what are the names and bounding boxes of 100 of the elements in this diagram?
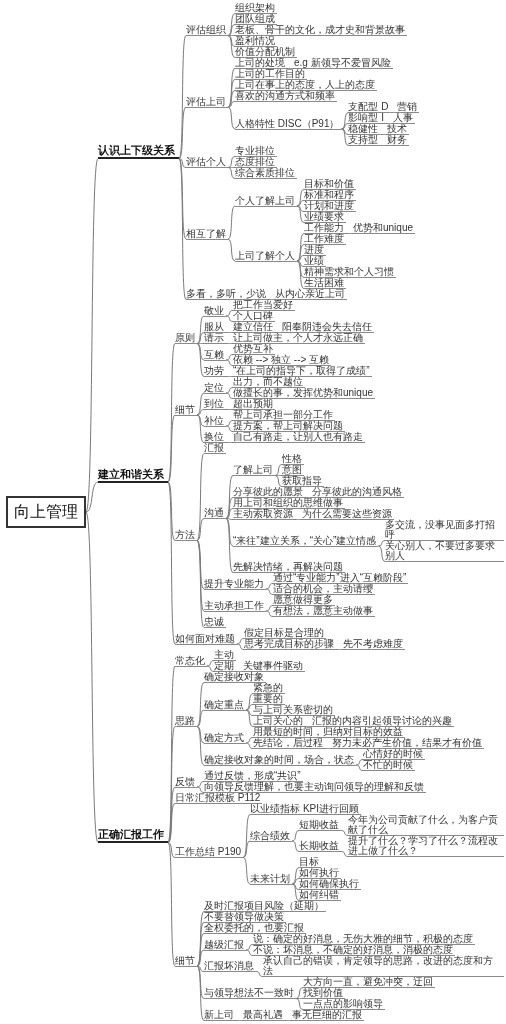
- subtopic-label: 了解上司: [233, 465, 275, 476]
- subtopic-label: 喜欢的沟通方式和频率: [235, 91, 337, 102]
- subtopic-label: 以业绩指标 KPI进行回顾: [250, 804, 362, 815]
- subtopic-label: 计划和进度: [304, 201, 356, 212]
- subtopic-label: 细节: [175, 955, 197, 967]
- subtopic-label: 越级汇报: [204, 939, 246, 951]
- connector-line: [340, 830, 349, 836]
- connector-line: [227, 13, 236, 36]
- connector-line: [295, 987, 304, 999]
- subtopic-label: 确定接收对象的时间，场合，状态: [204, 754, 356, 766]
- connector-line: [196, 965, 205, 1021]
- subtopic-label: 不忙的时候: [363, 760, 415, 771]
- subtopic-label: 综合绩效: [250, 830, 293, 842]
- connector-line: [265, 588, 274, 595]
- subtopic-label: 综合素质排位: [235, 168, 297, 179]
- connector-line: [225, 332, 234, 333]
- connector-line: [206, 665, 215, 672]
- subtopic-label: 评估组织: [186, 25, 228, 36]
- subtopic-label: 功劳: [204, 366, 226, 377]
- connector-line: [167, 481, 176, 541]
- connector-line: [227, 79, 236, 108]
- subtopic-label: 最高礼遇: [243, 1010, 285, 1021]
- subtopic-label: 优势互补: [233, 344, 275, 355]
- connector-line: [196, 414, 205, 443]
- subtopic-label: 确定接收对象: [204, 672, 266, 683]
- subtopic-label: 努力未必产生价值，结果才有价值: [332, 738, 484, 749]
- connector-line: [379, 134, 388, 135]
- subtopic-label: 一点点的影响领导: [303, 999, 385, 1010]
- subtopic-label: 方法: [175, 530, 197, 541]
- connector-line: [178, 158, 187, 240]
- connector-line: [167, 343, 176, 483]
- connector-line: [227, 35, 236, 58]
- connector-line: [355, 759, 364, 766]
- connector-line: [227, 167, 236, 179]
- subtopic-label: 有想法，愿意主动做事: [273, 606, 375, 617]
- connector-line: [196, 682, 205, 727]
- connector-line: [196, 726, 205, 766]
- subtopic-label: 通过反馈，形成“共识”: [204, 771, 303, 782]
- connector-line: [225, 409, 234, 410]
- subtopic-label: 说：确定的好消息，无伤大雅的细节，积极的态度: [253, 934, 475, 945]
- connector-line: [196, 453, 205, 541]
- connector-line: [225, 475, 234, 519]
- subtopic-label: 日常汇报模板 P112: [175, 793, 263, 804]
- subtopic-label: 到位: [204, 399, 226, 410]
- subtopic-label: 汇报: [204, 443, 226, 454]
- subtopic-label: 团队组成: [235, 14, 277, 25]
- subtopic-label: 工作难度: [304, 234, 346, 245]
- subtopic-label: 上司在事上的态度，人上的态度: [235, 80, 377, 91]
- subtopic-label: 上司的处境: [235, 58, 287, 69]
- connector-line: [296, 260, 305, 267]
- subtopic-label: 工作总结 P190: [175, 847, 244, 858]
- connector-line: [245, 693, 254, 711]
- subtopic-label: 优势和unique: [353, 223, 416, 234]
- subtopic-label: 稳健性: [348, 124, 381, 135]
- connector-line: [291, 830, 300, 842]
- central-topic-box: 向上管理: [6, 496, 86, 528]
- connector-line: [296, 233, 305, 262]
- subtopic-label: 上司的工作目的: [235, 69, 307, 80]
- subtopic-label: 主动承担工作: [204, 600, 266, 612]
- subtopic-label: 支持型: [348, 135, 381, 146]
- connector-line: [296, 260, 305, 278]
- subtopic-label: 为什么需要这些资源: [302, 509, 394, 520]
- subtopic-label: 确定方式: [204, 732, 246, 744]
- connector-line: [291, 867, 300, 885]
- connector-line: [291, 878, 300, 885]
- subtopic-label: 愿意做得更多: [273, 595, 335, 606]
- connector-line: [295, 998, 304, 1010]
- subtopic-label: 个人了解上司: [235, 195, 297, 207]
- connector-line: [385, 123, 394, 124]
- subtopic-label: 进度: [304, 245, 326, 256]
- subtopic-label: 分享彼此的愿景: [233, 487, 305, 498]
- subtopic-label: 适合的机会，主动请缨: [273, 584, 375, 595]
- subtopic-label: 用上司和组织的思维做事: [233, 498, 345, 509]
- subtopic-label: 帮上司承担一部分工作: [233, 410, 335, 421]
- connector-line: [274, 332, 283, 333]
- subtopic-label: 技术: [387, 124, 410, 135]
- subtopic-label: 原则: [175, 333, 197, 344]
- connector-line: [235, 1020, 244, 1021]
- subtopic-label: 紧急的: [253, 683, 285, 694]
- main-branch-topic: 认识上下级关系: [98, 144, 179, 159]
- subtopic-label: 及时汇报项目风险（延期）: [204, 901, 326, 912]
- connector-line: [225, 315, 234, 322]
- subtopic-label: 获取指导: [282, 476, 324, 487]
- connector-line: [196, 315, 205, 344]
- subtopic-label: 目标: [299, 857, 322, 868]
- connector-line: [235, 671, 244, 672]
- subtopic-label: 评估个人: [186, 157, 228, 168]
- subtopic-label: 新上司: [204, 1010, 236, 1021]
- connector-line: [304, 726, 313, 727]
- subtopic-label: 全权委托的，也要汇报: [204, 923, 306, 934]
- connector-line: [167, 665, 176, 843]
- connector-line: [284, 1020, 293, 1021]
- subtopic-label: 如何确保执行: [299, 879, 362, 890]
- connector-line: [225, 508, 234, 519]
- connector-line: [242, 814, 251, 858]
- subtopic-label: 找到价值: [303, 988, 345, 999]
- subtopic-label: 补位: [204, 415, 226, 427]
- subtopic-label: 业绩: [304, 256, 326, 267]
- connector-line: [296, 205, 305, 212]
- subtopic-label: 依赖 --> 独立 --> 互赖: [233, 355, 332, 366]
